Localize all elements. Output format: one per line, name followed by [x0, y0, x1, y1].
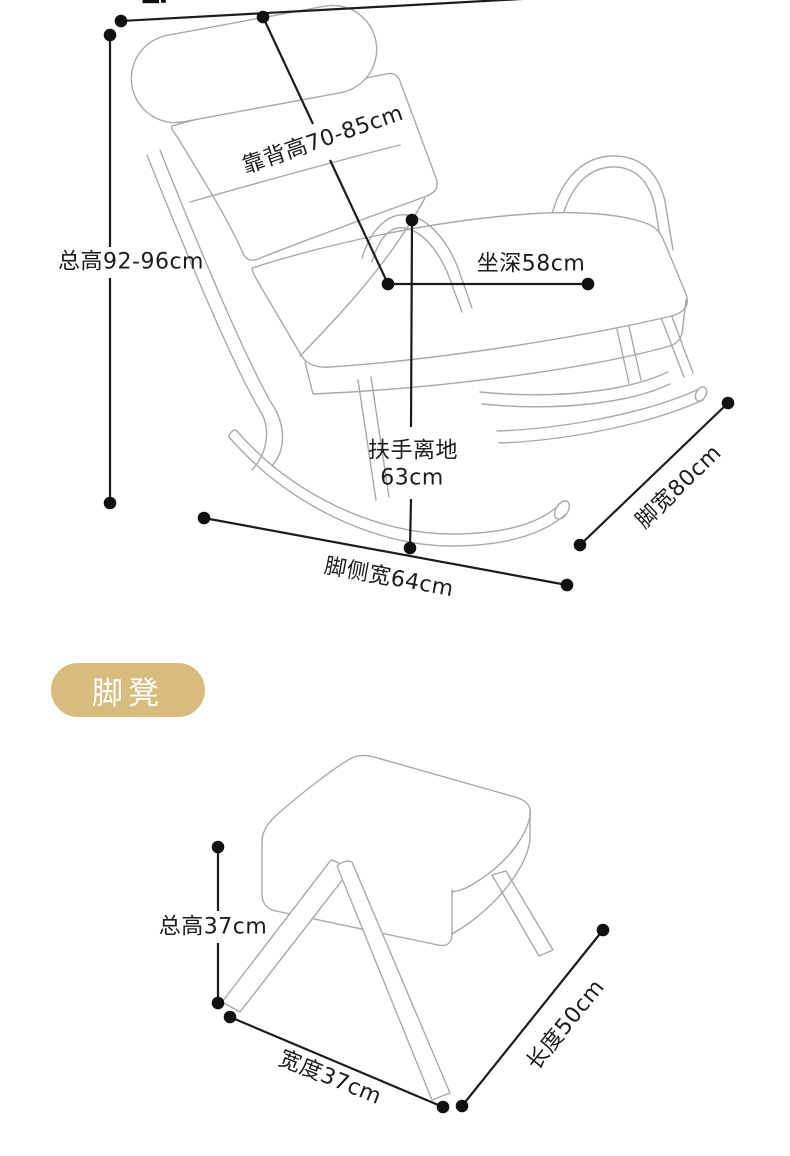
stool-front-right-leg [336, 860, 451, 1101]
chair-seat-depth-label: 坐深58cm [476, 251, 586, 277]
chair-backrest-height-line [262, 16, 389, 285]
dimension-endpoint-dots [103, 10, 735, 1114]
chair-base-side-width-line [203, 516, 568, 587]
near-armrest [361, 214, 473, 309]
backrest-seam [189, 144, 401, 203]
near-rocker [228, 436, 567, 547]
chair-armrest-height-label-line1: 扶手离地 [367, 438, 459, 464]
stool-cushion-side [451, 811, 531, 935]
chair-total-height-label: 总高92-96cm [58, 249, 204, 275]
dimension-lines [103, 0, 735, 1114]
chair-base-width-line [579, 402, 729, 546]
backrest-cushion [171, 72, 438, 261]
seat-front-face [304, 299, 687, 395]
stool-length-line [461, 929, 604, 1107]
chair-armrest-height-line [408, 219, 414, 549]
seat-base [479, 371, 671, 408]
seat-cushion [251, 211, 689, 368]
far-rocker [496, 388, 700, 432]
near-front-leg [357, 376, 390, 501]
stool-width-line [229, 1015, 444, 1109]
stool-total-height-label: 总高37cm [158, 914, 268, 940]
footstool-badge: 脚凳 [51, 663, 205, 717]
footstool-drawing [221, 754, 554, 1101]
far-armrest [545, 155, 674, 251]
near-frame-rail [146, 154, 268, 471]
rocking-chair-drawing [130, 4, 708, 547]
chair-armrest-height-label-line2: 63cm [380, 465, 444, 491]
headrest-pillow [130, 4, 378, 124]
top-partial-dimension-line [120, 0, 524, 23]
stool-rear-leg [491, 870, 554, 957]
